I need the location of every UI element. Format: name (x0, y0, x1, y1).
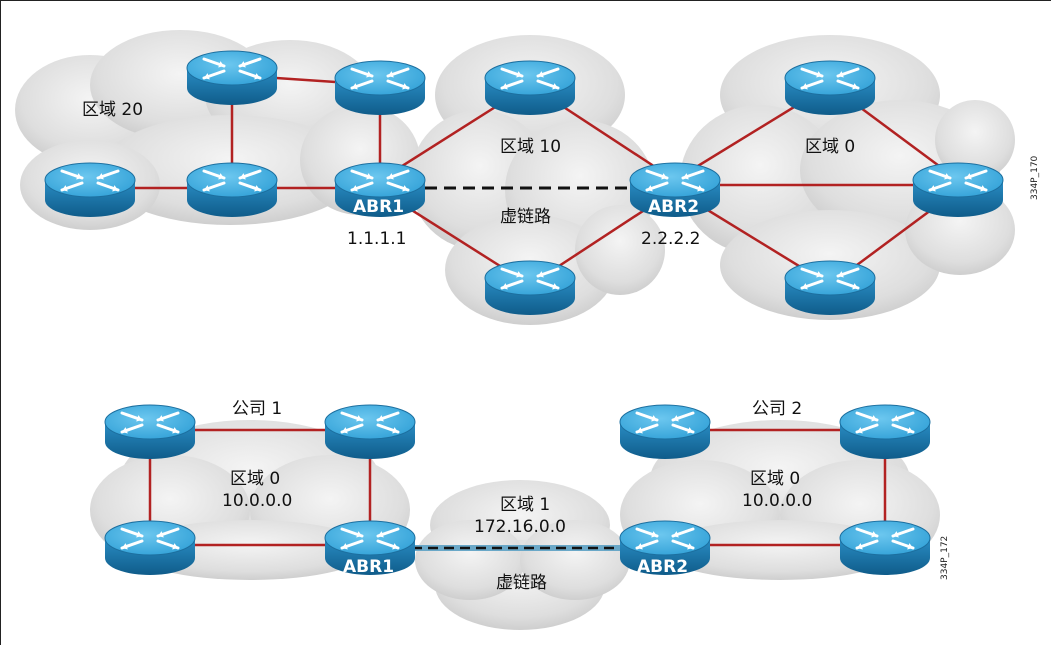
router-icon (334, 60, 426, 115)
label-abr2-router-id: 2.2.2.2 (641, 229, 700, 249)
cloud-area-10 (410, 35, 665, 325)
label-abr1-router-id: 1.1.1.1 (347, 229, 406, 249)
label-company-1: 公司 1 (232, 399, 282, 419)
router-icon (784, 260, 876, 315)
router-icon (186, 50, 278, 105)
router-icon (104, 404, 196, 459)
router-icon (104, 520, 196, 575)
router-icon (629, 162, 721, 217)
router-icon (619, 520, 711, 575)
router-icon (839, 404, 931, 459)
label-area-20: 区域 20 (82, 100, 143, 120)
router-icon (839, 520, 931, 575)
label-net-left: 10.0.0.0 (222, 491, 292, 511)
label-net-right: 10.0.0.0 (742, 491, 812, 511)
router-icon (619, 404, 711, 459)
label-area-0-left: 区域 0 (230, 469, 280, 489)
label-abr1-bottom: ABR1 (343, 557, 394, 577)
router-icon (784, 60, 876, 115)
router-icon (484, 260, 576, 315)
router-icon (186, 162, 278, 217)
router-icon (44, 162, 136, 217)
label-area-0-top: 区域 0 (805, 137, 855, 157)
label-virtual-link-bottom: 虚链路 (496, 573, 547, 593)
label-virtual-link-top: 虚链路 (500, 207, 551, 227)
router-icon (324, 404, 416, 459)
label-area-10: 区域 10 (500, 137, 561, 157)
router-icon (324, 520, 416, 575)
label-net-area1: 172.16.0.0 (474, 517, 566, 537)
label-abr1-top: ABR1 (353, 197, 404, 217)
figure-code-bottom: 334P_172 (940, 536, 950, 580)
label-abr2-bottom: ABR2 (637, 557, 688, 577)
routers (44, 50, 1004, 575)
router-icon (484, 60, 576, 115)
label-company-2: 公司 2 (752, 399, 802, 419)
label-area-0-right: 区域 0 (750, 469, 800, 489)
figure-code-top: 334P_170 (1030, 155, 1040, 200)
router-icon (912, 162, 1004, 217)
router-icon (334, 162, 426, 217)
label-area-1: 区域 1 (500, 495, 550, 515)
label-abr2-top: ABR2 (648, 197, 699, 217)
